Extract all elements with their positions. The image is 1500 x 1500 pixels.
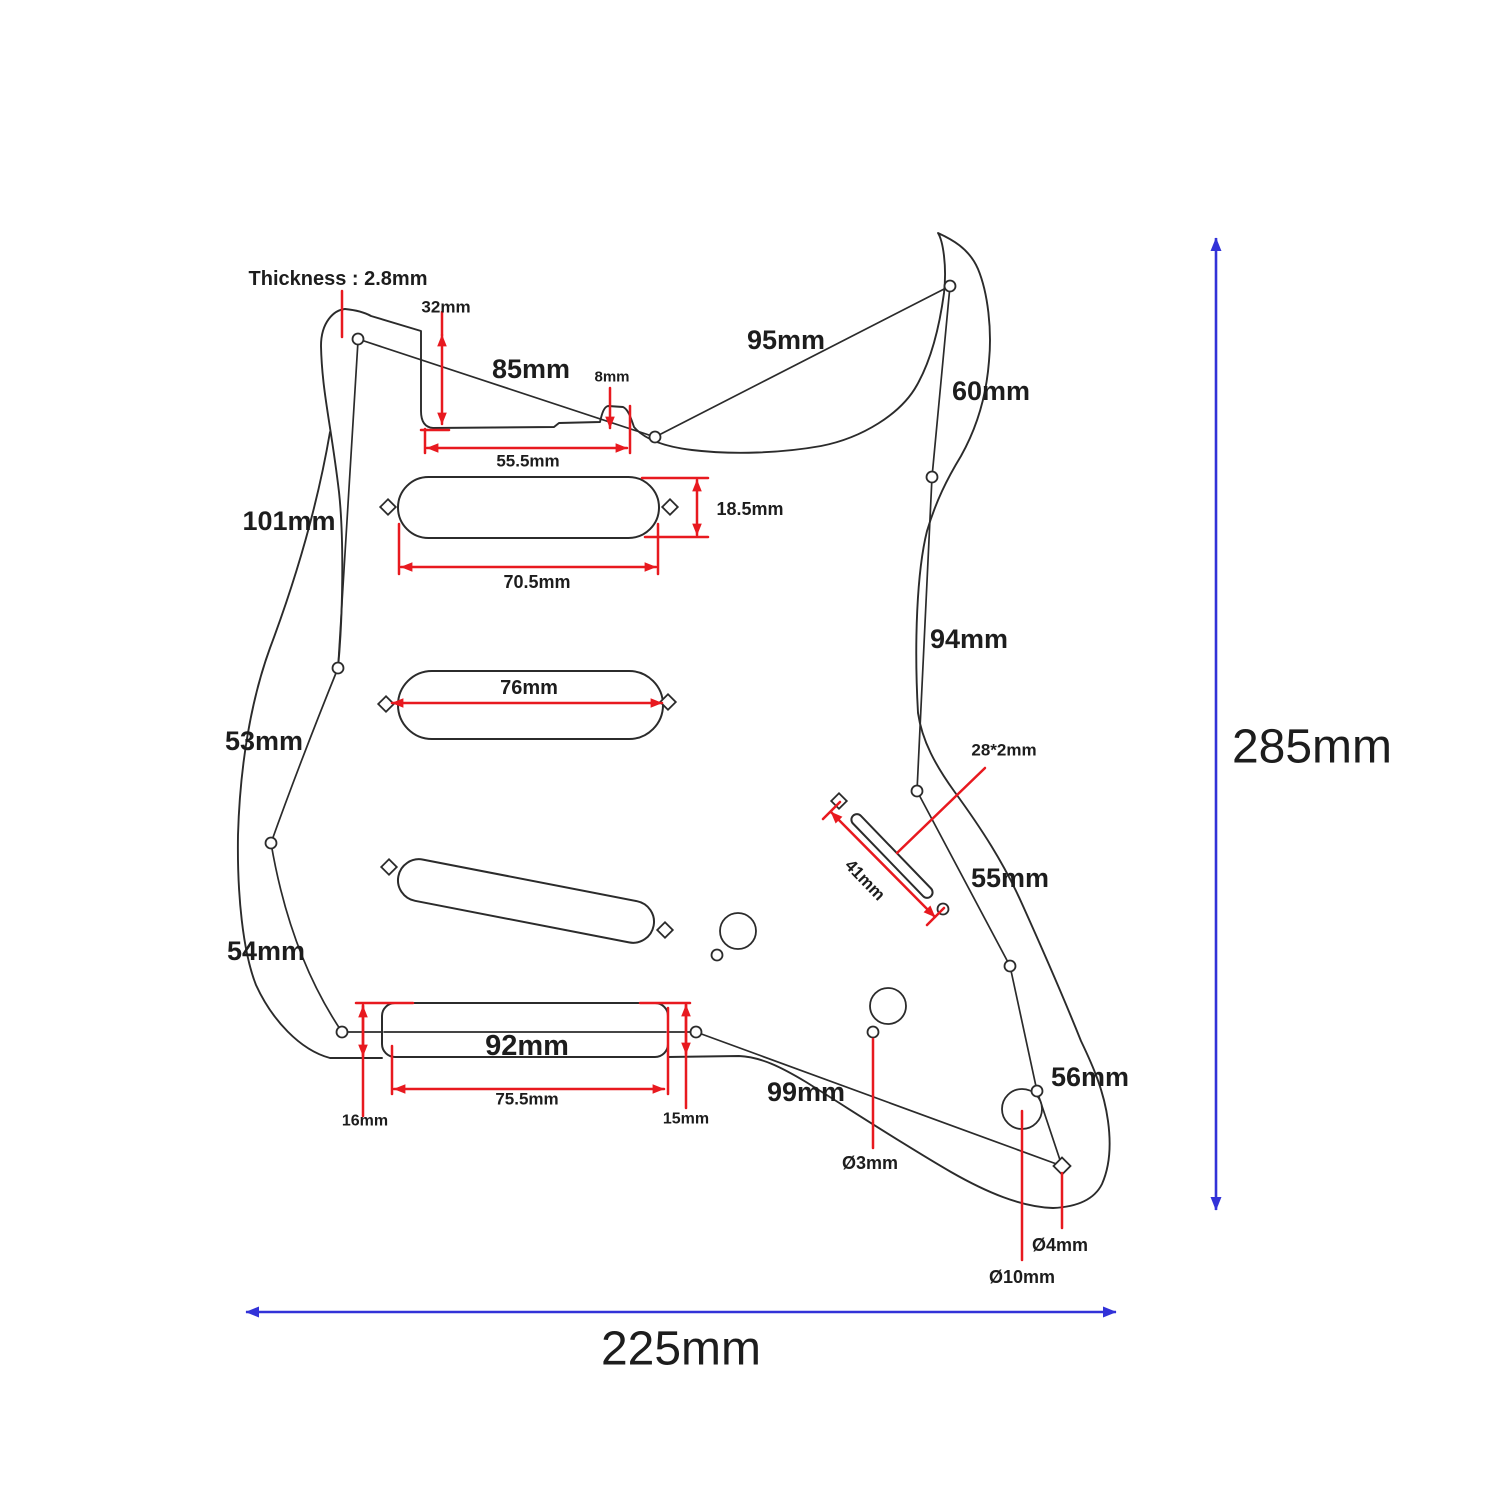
dim-41mm-line — [829, 810, 937, 919]
leader-28x2mm — [895, 766, 987, 855]
chord-60mm — [931, 285, 951, 478]
dim-label-94mm: 94mm — [930, 624, 1008, 654]
screw-hole — [689, 1025, 703, 1039]
dim-label-53mm: 53mm — [225, 726, 303, 756]
pot-hole-1 — [719, 912, 757, 950]
screw-holes-round — [264, 279, 1044, 1098]
dim-label-15mm: 15mm — [663, 1111, 709, 1128]
screw-hole — [943, 279, 957, 293]
dim-label-16mm: 16mm — [342, 1113, 388, 1130]
screw-hole — [264, 836, 278, 850]
red-dimensions — [340, 289, 1064, 1262]
dim-label-54mm: 54mm — [227, 936, 305, 966]
screw-hole — [376, 694, 396, 714]
dim-label-60mm: 60mm — [952, 376, 1030, 406]
dim-label-99mm: 99mm — [767, 1077, 845, 1107]
screw-hole — [351, 332, 365, 346]
chord-94mm — [916, 476, 933, 792]
dim-label-101mm: 101mm — [242, 506, 335, 536]
chord-53mm — [270, 667, 339, 844]
screw-hole — [655, 920, 675, 940]
dim-75_5mm-ext — [390, 1006, 670, 1096]
dim-label-70_5mm: 70.5mm — [503, 572, 570, 592]
screw-hole — [925, 470, 939, 484]
dim-label-dia3mm: Ø3mm — [842, 1153, 898, 1173]
dim-label-8mm: 8mm — [594, 369, 629, 386]
dim-label-55mm: 55mm — [971, 863, 1049, 893]
screw-hole — [710, 948, 724, 962]
dim-label-dia10mm: Ø10mm — [989, 1267, 1055, 1287]
dim-label-75_5mm: 75.5mm — [495, 1090, 558, 1109]
dim-label-56mm: 56mm — [1051, 1062, 1129, 1092]
pickguard-outline-left — [236, 431, 383, 1059]
screw-hole — [378, 497, 398, 517]
dim-70_5mm-ext — [397, 522, 660, 576]
screw-hole — [660, 497, 680, 517]
screw-hole — [1030, 1084, 1044, 1098]
dim-label-95mm: 95mm — [747, 325, 825, 355]
pot-hole-2 — [869, 987, 907, 1025]
screw-hole — [335, 1025, 349, 1039]
chord-95mm — [654, 285, 951, 438]
dim-18_5mm-ext — [640, 476, 710, 539]
dim-label-85mm: 85mm — [492, 354, 570, 384]
dim-label-18_5mm: 18.5mm — [716, 499, 783, 519]
bridge-pickup-cutout — [397, 858, 655, 944]
screw-hole-4mm — [1052, 1156, 1072, 1176]
screw-hole — [658, 692, 678, 712]
screw-hole-3mm — [866, 1025, 880, 1039]
dim-label-76mm: 76mm — [500, 677, 558, 699]
screw-hole — [379, 857, 399, 877]
dim-label-92mm: 92mm — [485, 1030, 569, 1062]
dim-label-dia4mm: Ø4mm — [1032, 1235, 1088, 1255]
overall-height-label: 285mm — [1232, 721, 1392, 774]
neck-pickup-cutout — [397, 476, 660, 539]
thickness-label: Thickness : 2.8mm — [249, 268, 428, 290]
screw-hole — [1003, 959, 1017, 973]
screw-hole — [331, 661, 345, 675]
dim-label-55_5mm: 55.5mm — [496, 452, 559, 471]
dim-55_5mm-ext — [423, 404, 632, 455]
screw-holes-diamond — [376, 497, 1072, 1176]
pickguard-outline — [344, 232, 1111, 1209]
dim-label-28x2mm: 28*2mm — [971, 741, 1036, 760]
screw-hole — [829, 791, 849, 811]
dim-41mm-ticks — [821, 800, 946, 927]
chord-101mm — [337, 340, 359, 669]
chord-99mm — [695, 1031, 1063, 1167]
screw-hole — [910, 784, 924, 798]
chord-54mm — [270, 842, 343, 1033]
screw-hole — [648, 430, 662, 444]
overall-width-label: 225mm — [601, 1323, 761, 1376]
dim-label-32mm: 32mm — [421, 298, 470, 317]
